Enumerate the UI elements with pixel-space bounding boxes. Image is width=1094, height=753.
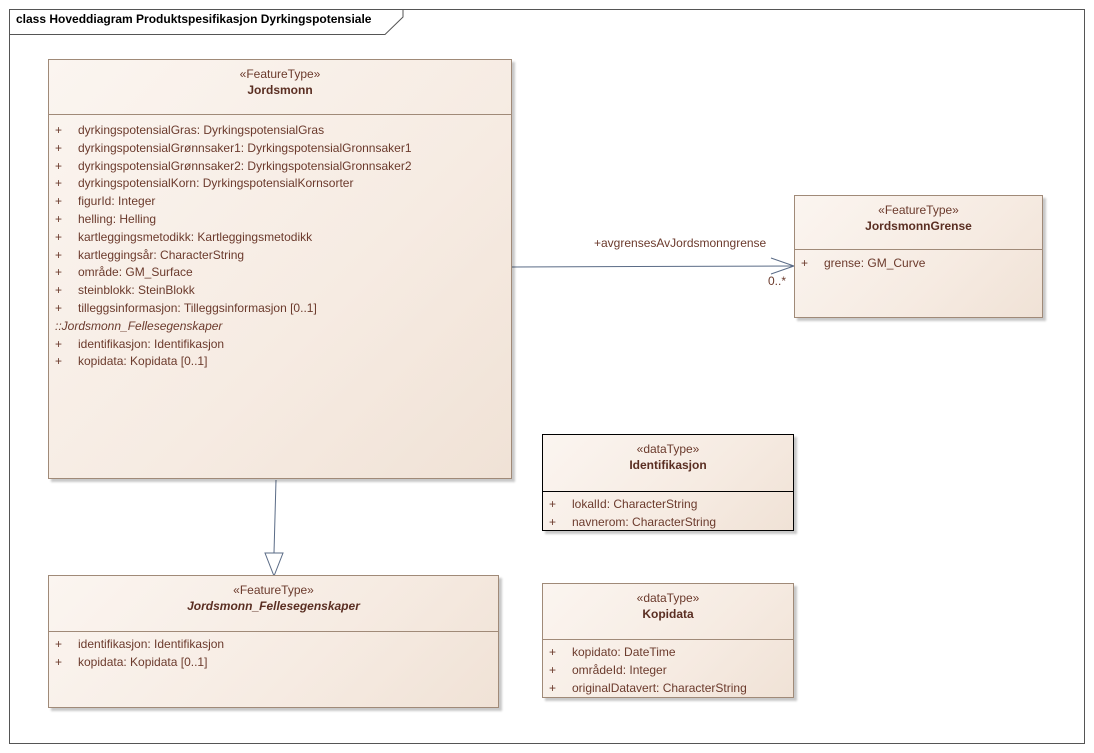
class-header: «dataType» Identifikasjon [543,435,793,492]
class-jordsmonn-fellesegenskaper[interactable]: «FeatureType» Jordsmonn_Fellesegenskaper… [48,575,499,708]
attribute: +område: GM_Surface [55,265,193,280]
class-name: Jordsmonn [247,83,313,97]
attribute: +tilleggsinformasjon: Tilleggsinformasjo… [55,300,317,315]
class-name: Jordsmonn_Fellesegenskaper [187,599,360,613]
attribute: +dyrkingspotensialKorn: Dyrkingspotensia… [55,176,354,191]
association-multiplicity: 0..* [768,274,787,288]
attribute-list: +dyrkingspotensialGras: Dyrkingspotensia… [49,115,511,371]
attribute: +figurId: Integer [55,194,156,209]
attribute: +identifikasjon: Identifikasjon [55,637,225,651]
class-header: «FeatureType» Jordsmonn [49,60,511,115]
class-kopidata[interactable]: «dataType» Kopidata +kopidato: DateTime … [542,583,794,698]
class-name: Identifikasjon [629,458,707,472]
stereotype: «dataType» [636,442,700,456]
generalization-line [273,479,277,554]
attribute: +dyrkingspotensialGrønnsaker2: Dyrkingsp… [55,158,412,173]
inherited-attribute: +identifikasjon: Identifikasjon [55,336,225,351]
class-header: «FeatureType» Jordsmonn_Fellesegenskaper [49,576,498,632]
attribute: +kartleggingsmetodikk: Kartleggingsmetod… [55,229,313,244]
association-role-label: +avgrensesAvJordsmonngrense [594,236,767,250]
class-jordsmonngrense[interactable]: «FeatureType» JordsmonnGrense +grense: G… [794,195,1043,318]
attribute: +grense: GM_Curve [801,256,926,270]
attribute: +helling: Helling [55,211,157,226]
class-identifikasjon[interactable]: «dataType» Identifikasjon +lokalId: Char… [542,434,794,531]
attribute-list: +identifikasjon: Identifikasjon +kopidat… [49,632,498,672]
class-header: «dataType» Kopidata [543,584,793,640]
class-name: Kopidata [642,607,694,621]
attribute: +dyrkingspotensialGras: Dyrkingspotensia… [55,123,325,137]
attribute: +dyrkingspotensialGrønnsaker1: Dyrkingsp… [55,140,412,155]
attribute: +kopidata: Kopidata [0..1] [55,654,208,669]
attribute: +originalDatavert: CharacterString [549,680,747,695]
attribute: +kartleggingsår: CharacterString [55,247,245,262]
frame-title: class Hoveddiagram Produktspesifikasjon … [16,12,372,26]
stereotype: «dataType» [636,591,700,605]
inherited-attribute: +kopidata: Kopidata [0..1] [55,354,208,369]
class-jordsmonn[interactable]: «FeatureType» Jordsmonn +dyrkingspotensi… [48,59,512,479]
stereotype: «FeatureType» [239,67,321,81]
attribute: +kopidato: DateTime [549,645,676,659]
attribute-list: +kopidato: DateTime +områdeId: Integer +… [543,640,793,697]
frame-title-tab [9,9,404,35]
class-header: «FeatureType» JordsmonnGrense [795,196,1042,250]
inherited-section-label: ::Jordsmonn_Fellesegenskaper [55,318,223,333]
generalization-arrowhead [264,552,284,578]
attribute: +områdeId: Integer [549,662,667,677]
attribute: +navnerom: CharacterString [549,514,717,529]
association-line [511,265,794,268]
attribute: +steinblokk: SteinBlokk [55,283,195,298]
attribute: +lokalId: CharacterString [549,497,698,511]
stereotype: «FeatureType» [878,203,959,217]
attribute-list: +grense: GM_Curve [795,250,1042,273]
attribute-list: +lokalId: CharacterString +navnerom: Cha… [543,492,793,532]
diagram-frame [9,9,1085,744]
stereotype: «FeatureType» [233,583,314,597]
class-name: JordsmonnGrense [865,219,972,233]
